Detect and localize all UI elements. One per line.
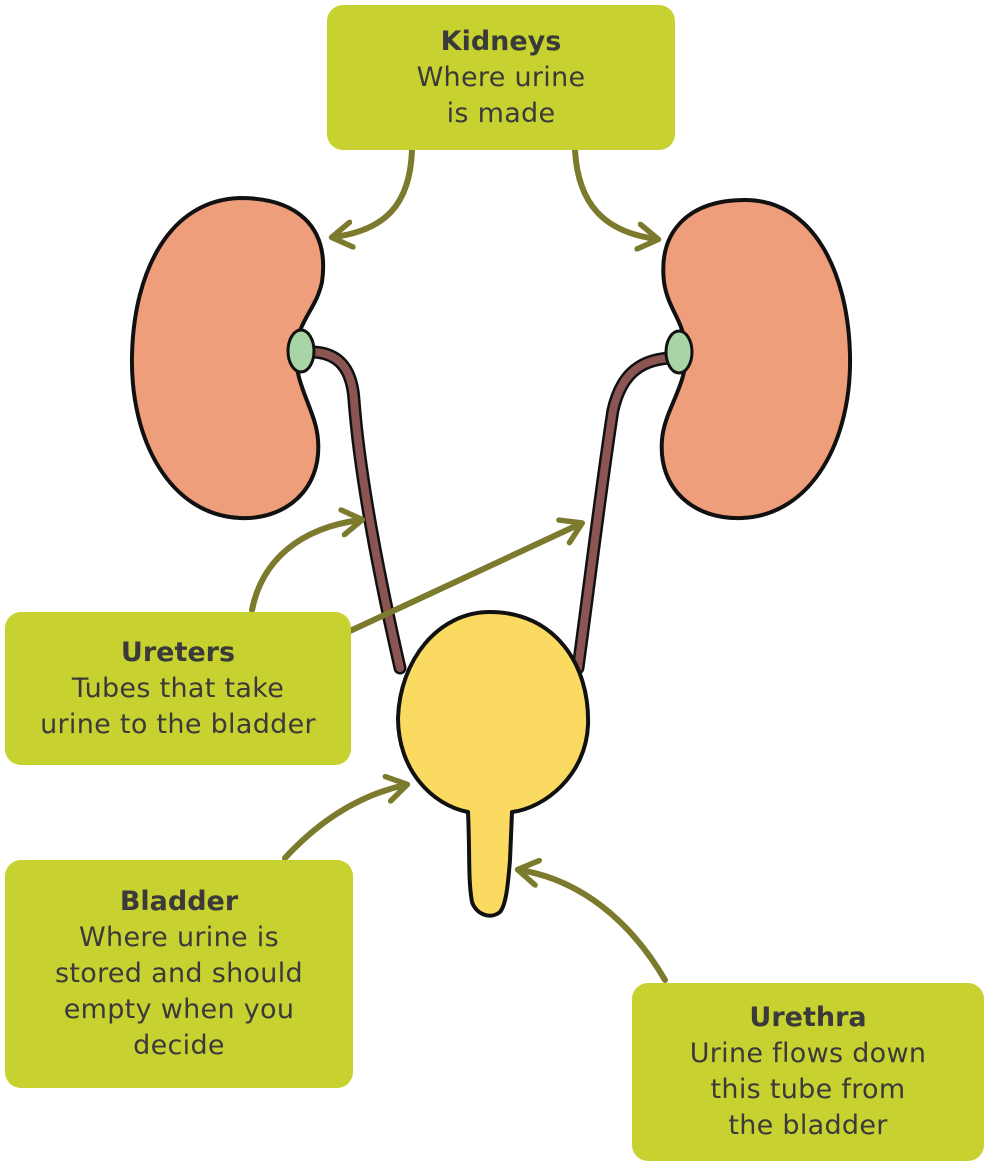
kidneys-label: Kidneys Where urine is made [327,5,675,150]
right-kidney-pelvis [666,331,692,373]
ureters-title: Ureters [121,635,235,671]
kidneys-title: Kidneys [441,24,562,60]
urethra-label: Urethra Urine flows down this tube from … [632,983,984,1161]
bladder-arrow [285,785,405,858]
kidneys-line-1: Where urine [417,60,586,96]
bladder-line-2: stored and should [55,956,303,992]
urethra-arrow [520,870,665,980]
ureters-line-2: urine to the bladder [40,707,316,743]
bladder-line-1: Where urine is [79,920,279,956]
left-kidney-pelvis [288,330,314,372]
bladder [398,612,588,916]
right-ureter-fill [578,358,670,668]
urethra-line-2: this tube from [711,1072,906,1108]
ureters-line-1: Tubes that take [72,671,284,707]
ureters-label: Ureters Tubes that take urine to the bla… [5,612,351,765]
kidneys-arrow-left [334,150,412,237]
ureters-arrow-left [252,520,360,610]
urethra-line-1: Urine flows down [690,1036,927,1072]
kidneys-line-2: is made [447,96,556,132]
urethra-title: Urethra [749,1000,866,1036]
bladder-label: Bladder Where urine is stored and should… [5,860,353,1088]
urethra-line-3: the bladder [728,1108,887,1144]
right-ureter [578,358,670,668]
bladder-line-3: empty when you [64,992,295,1028]
kidneys-arrow-right [575,150,656,239]
bladder-line-4: decide [133,1028,225,1064]
bladder-title: Bladder [120,884,238,920]
